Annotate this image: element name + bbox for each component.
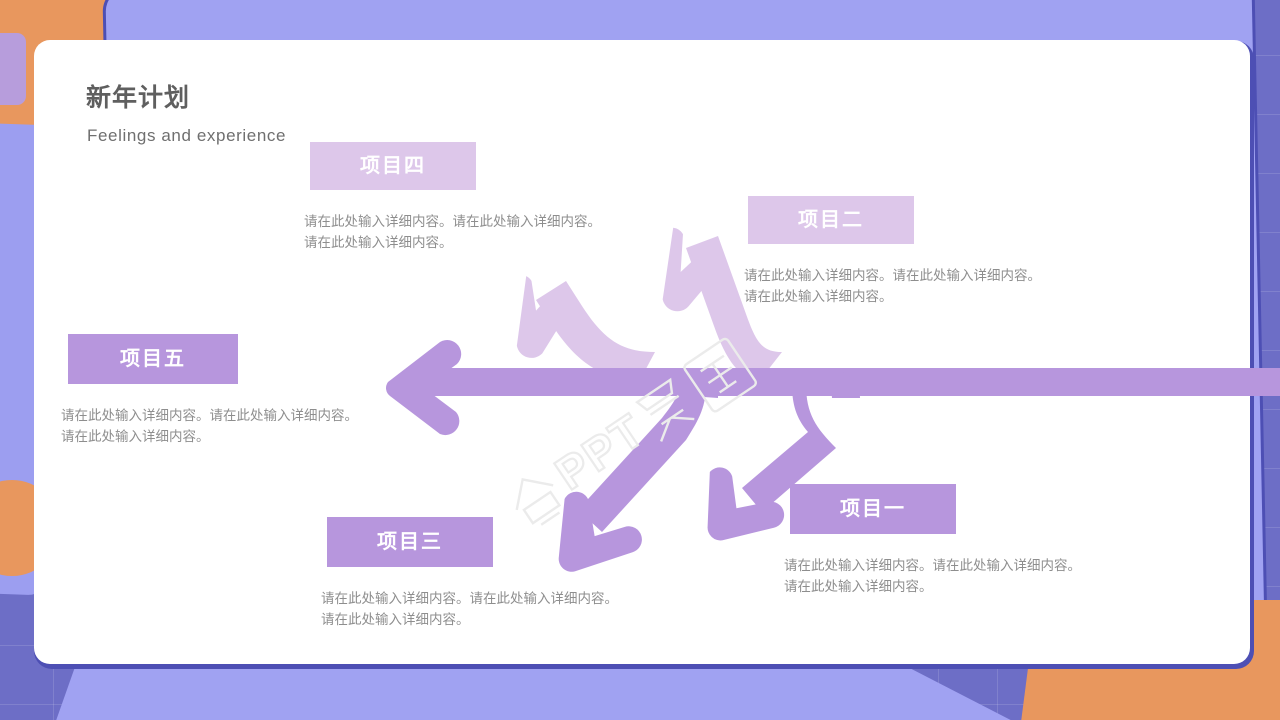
item-body-3: 请在此处输入详细内容。请在此处输入详细内容。 请在此处输入详细内容。 <box>321 591 618 627</box>
item-block-1[interactable]: 项目一 请在此处输入详细内容。请在此处输入详细内容。 请在此处输入详细内容。 <box>784 484 1081 598</box>
item-block-3[interactable]: 项目三 请在此处输入详细内容。请在此处输入详细内容。 请在此处输入详细内容。 <box>321 517 618 631</box>
item-label-5[interactable]: 项目五 <box>68 334 238 384</box>
item-label-2[interactable]: 项目二 <box>748 196 914 244</box>
item-block-2[interactable]: 项目二 请在此处输入详细内容。请在此处输入详细内容。 请在此处输入详细内容。 <box>744 196 1041 308</box>
item-body-2: 请在此处输入详细内容。请在此处输入详细内容。 请在此处输入详细内容。 <box>744 268 1041 304</box>
item-body-5: 请在此处输入详细内容。请在此处输入详细内容。 请在此处输入详细内容。 <box>61 408 358 444</box>
item-label-4[interactable]: 项目四 <box>310 142 476 190</box>
item-block-4[interactable]: 项目四 请在此处输入详细内容。请在此处输入详细内容。 请在此处输入详细内容。 <box>304 142 601 254</box>
item-body-4: 请在此处输入详细内容。请在此处输入详细内容。 请在此处输入详细内容。 <box>304 214 601 250</box>
page-title: 新年计划 <box>86 84 191 112</box>
item-body-1: 请在此处输入详细内容。请在此处输入详细内容。 请在此处输入详细内容。 <box>784 558 1081 594</box>
item-label-3[interactable]: 项目三 <box>327 517 493 567</box>
item-block-5[interactable]: 项目五 请在此处输入详细内容。请在此处输入详细内容。 请在此处输入详细内容。 <box>61 334 358 448</box>
decor-lilac-square-left <box>0 33 26 105</box>
item-label-1[interactable]: 项目一 <box>790 484 956 534</box>
page-subtitle: Feelings and experience <box>87 126 287 145</box>
